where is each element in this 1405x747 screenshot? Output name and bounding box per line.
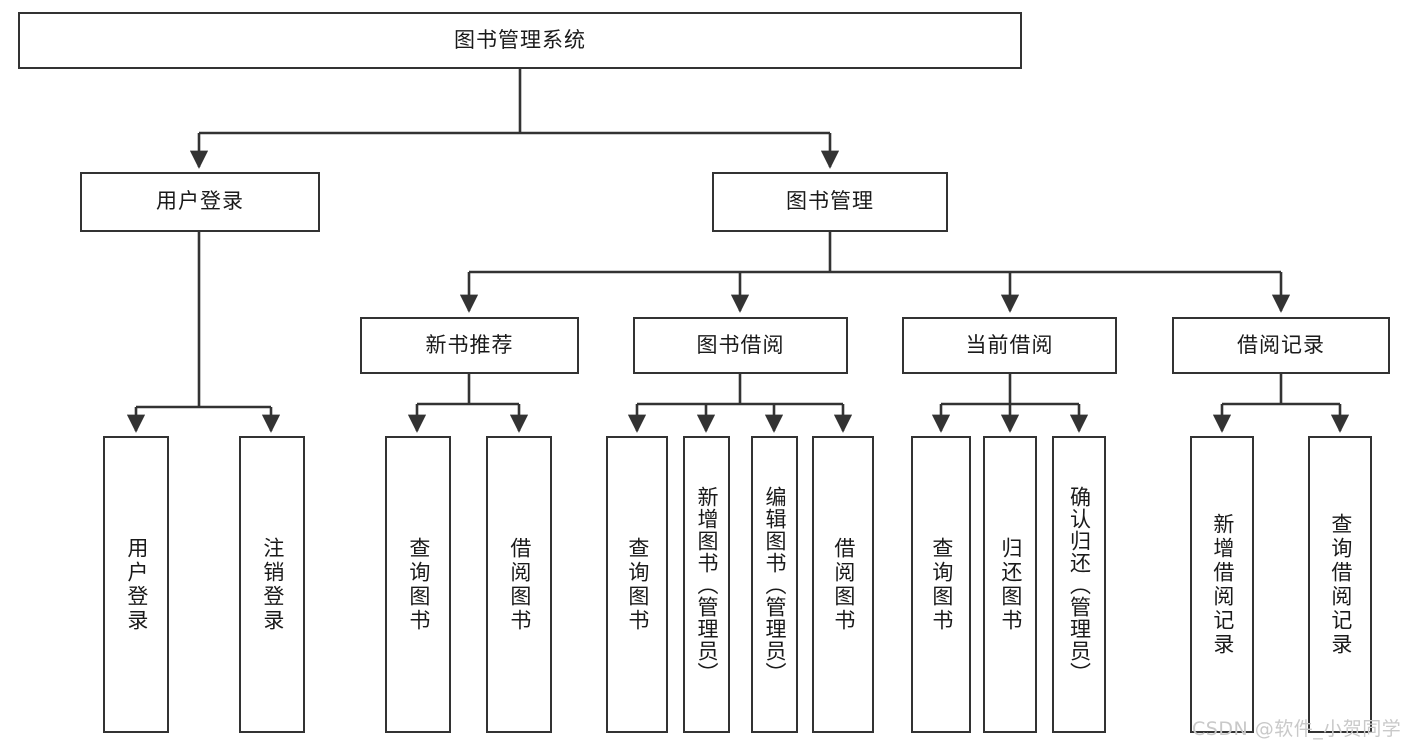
leaf-add-borrow-record[interactable]: 新增借阅记录 (1190, 436, 1254, 733)
leaf-user-logout[interactable]: 注销登录 (239, 436, 305, 733)
csdn-watermark: CSDN @软件_小贺同学 (1192, 718, 1402, 740)
leaf-edit-book-admin[interactable]: 编辑图书（管理员） (751, 436, 798, 733)
leaf-query-book-borrow[interactable]: 查询图书 (606, 436, 668, 733)
leaf-query-book-current[interactable]: 查询图书 (911, 436, 971, 733)
leaf-query-book-recommend[interactable]: 查询图书 (385, 436, 451, 733)
node-new-book-recommend[interactable]: 新书推荐 (360, 317, 579, 374)
leaf-borrow-book-recommend[interactable]: 借阅图书 (486, 436, 552, 733)
node-book-manage[interactable]: 图书管理 (712, 172, 948, 232)
node-borrow-record[interactable]: 借阅记录 (1172, 317, 1390, 374)
leaf-add-book-admin[interactable]: 新增图书（管理员） (683, 436, 730, 733)
leaf-return-book[interactable]: 归还图书 (983, 436, 1037, 733)
node-current-borrow[interactable]: 当前借阅 (902, 317, 1117, 374)
node-book-borrow[interactable]: 图书借阅 (633, 317, 848, 374)
leaf-confirm-return-admin[interactable]: 确认归还（管理员） (1052, 436, 1106, 733)
leaf-user-login[interactable]: 用户登录 (103, 436, 169, 733)
leaf-query-borrow-record[interactable]: 查询借阅记录 (1308, 436, 1372, 733)
leaf-borrow-book-borrow[interactable]: 借阅图书 (812, 436, 874, 733)
node-user-login[interactable]: 用户登录 (80, 172, 320, 232)
node-root-system[interactable]: 图书管理系统 (18, 12, 1022, 69)
